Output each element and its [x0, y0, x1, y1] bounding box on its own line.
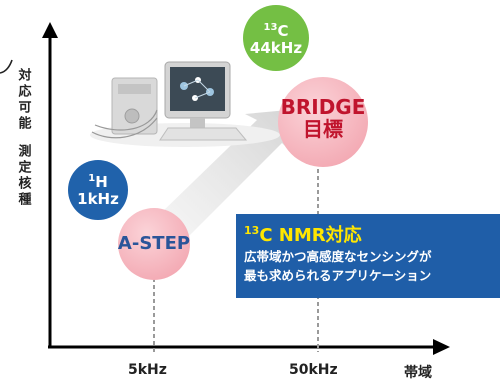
c13-bubble-label: 13C 44kHz	[249, 22, 303, 57]
x-tick-50khz: 50kHz	[289, 362, 338, 378]
y-axis-label: 対応可能 測定核種	[10, 68, 36, 208]
x-axis-arrowhead	[433, 339, 450, 355]
y-axis-arrowhead	[42, 22, 58, 38]
x-axis-label: 帯域	[404, 365, 432, 381]
bridge-label: BRIDGE 目標	[280, 95, 366, 141]
x-tick-5khz: 5kHz	[128, 362, 167, 378]
y-axis	[42, 22, 58, 347]
c13-bubble	[243, 5, 309, 71]
y-axis-label-bottom: 測定核種	[15, 144, 31, 208]
bridge-bubble	[278, 77, 368, 167]
callout-title: 13C NMR対応	[244, 224, 362, 246]
nmr-device-icon	[90, 61, 280, 147]
h1-bubble-label: 1H 1kHz	[77, 173, 119, 208]
nmr-callout: 13C NMR対応 広帯域かつ高感度なセンシングが 最も求められるアプリケーショ…	[236, 214, 500, 298]
x-axis	[48, 339, 450, 355]
y-axis-label-top: 対応可能	[15, 68, 31, 132]
callout-line-1: 広帯域かつ高感度なセンシングが	[244, 249, 432, 264]
callout-line-2: 最も求められるアプリケーション	[244, 268, 432, 283]
h1-bubble	[68, 160, 128, 220]
astep-bubble	[118, 208, 190, 280]
astep-label: A-STEP	[117, 233, 191, 255]
decorative-curve	[0, 59, 13, 74]
